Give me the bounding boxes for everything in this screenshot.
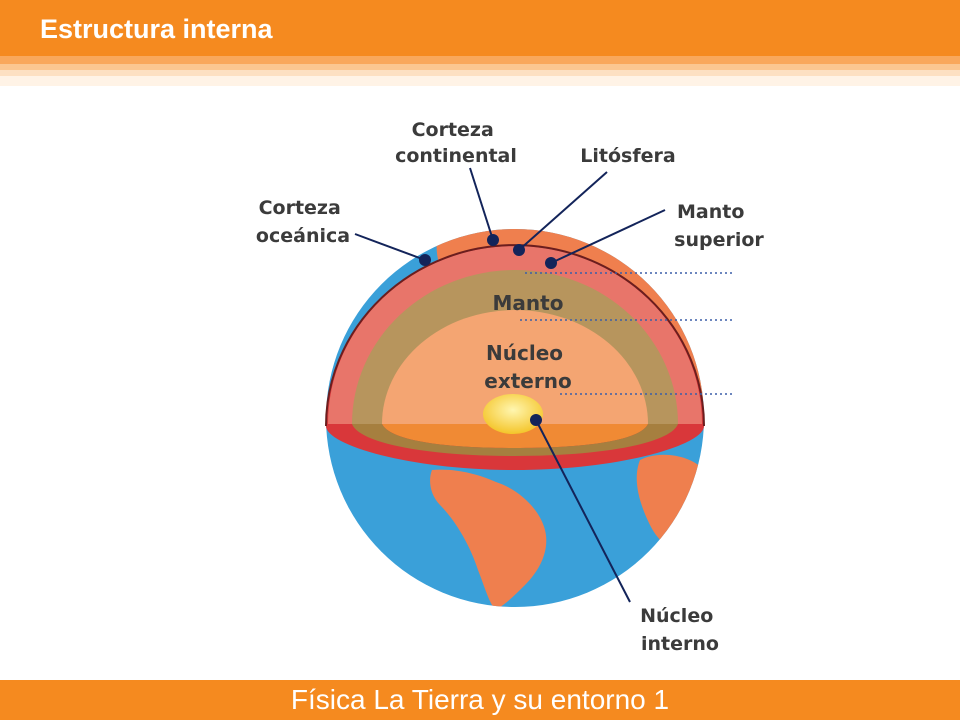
pointer-dot bbox=[513, 244, 525, 256]
equator-slab bbox=[382, 424, 648, 448]
label-manto-superior: Manto superior bbox=[674, 201, 764, 251]
pointer-manto-superior bbox=[550, 209, 666, 264]
label-corteza-oceanica: Corteza oceánica bbox=[256, 197, 350, 247]
pointer-dot bbox=[530, 414, 542, 426]
label-manto: Manto bbox=[493, 291, 564, 315]
header-stripe bbox=[0, 56, 960, 64]
pointer-nucleo-interno bbox=[535, 419, 631, 603]
footer-bar: Física La Tierra y su entorno 1 bbox=[0, 680, 960, 720]
label-corteza-continental: Corteza continental bbox=[395, 119, 517, 167]
pointer-dot bbox=[487, 234, 499, 246]
header-stripe bbox=[0, 76, 960, 86]
footer-text: Física La Tierra y su entorno 1 bbox=[290, 684, 670, 715]
lithosphere-outline bbox=[325, 244, 705, 427]
header-stripe bbox=[0, 70, 960, 76]
pointer-corteza-continental bbox=[469, 167, 494, 241]
outer-core-layer bbox=[382, 310, 648, 424]
label-litosfera: Litósfera bbox=[580, 145, 675, 167]
pointer-dot bbox=[545, 257, 557, 269]
inner-core bbox=[483, 394, 543, 434]
label-nucleo-externo: Núcleo externo bbox=[484, 341, 571, 393]
title-bar: Estructura interna bbox=[0, 0, 960, 56]
pointer-litosfera bbox=[518, 171, 608, 251]
south-america-landmass bbox=[430, 469, 547, 607]
slide-title: Estructura interna bbox=[40, 14, 273, 44]
header-stripe bbox=[0, 64, 960, 70]
equator-slab-mantle bbox=[352, 424, 678, 456]
pointer-dot bbox=[419, 254, 431, 266]
pointer-corteza-oceanica bbox=[354, 233, 426, 261]
label-nucleo-interno: Núcleo interno bbox=[640, 605, 720, 655]
